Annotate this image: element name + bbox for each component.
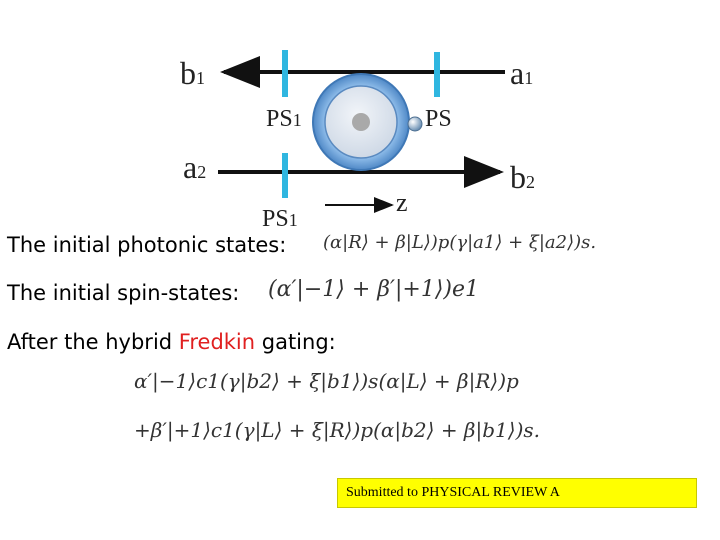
fredkin-highlight: Fredkin: [178, 330, 256, 354]
result-equation-line1: α′|−1⟩c1(γ|b2⟩ + ξ|b1⟩)s(α|L⟩ + β|R⟩)p: [134, 369, 519, 393]
submission-banner: Submitted to PHYSICAL REVIEW A: [337, 478, 697, 508]
label-ps: PS: [425, 106, 452, 132]
after-gating-prefix: After the hybrid: [7, 330, 179, 354]
label-b2: b2: [510, 159, 535, 195]
submission-prefix: Submitted to: [346, 485, 422, 500]
photonic-states-equation: (α|R⟩ + β|L⟩)p(γ|a1⟩ + ξ|a2⟩)s.: [323, 232, 597, 253]
label-ps1-bottom: PS1: [262, 206, 298, 232]
electron-spin-dot: [407, 116, 423, 132]
ps1-top-plate: [282, 50, 288, 97]
spin-states-equation: (α′|−1⟩ + β′|+1⟩)e1: [268, 277, 480, 302]
photonic-states-label: The initial photonic states:: [7, 233, 287, 257]
label-a1: a1: [510, 55, 533, 91]
after-gating-label: After the hybrid Fredkin gating:: [7, 330, 336, 354]
label-b1: b1: [180, 55, 205, 91]
ps-top-right-plate: [434, 52, 440, 97]
journal-name: PHYSICAL REVIEW A: [421, 485, 560, 500]
spin-states-label: The initial spin-states:: [7, 281, 240, 305]
label-a2: a2: [183, 149, 206, 185]
quantum-dot: [352, 113, 370, 131]
after-gating-suffix: gating:: [255, 330, 336, 354]
label-z: z: [396, 188, 408, 217]
cavity-diagram: b1 a1 PS1 PS a2 b2 z PS1: [180, 50, 535, 232]
ps1-bottom-plate: [282, 153, 288, 198]
label-ps1-top: PS1: [266, 106, 302, 132]
result-equation-line2: +β′|+1⟩c1(γ|L⟩ + ξ|R⟩)p(α|b2⟩ + β|b1⟩)s.: [134, 418, 540, 442]
